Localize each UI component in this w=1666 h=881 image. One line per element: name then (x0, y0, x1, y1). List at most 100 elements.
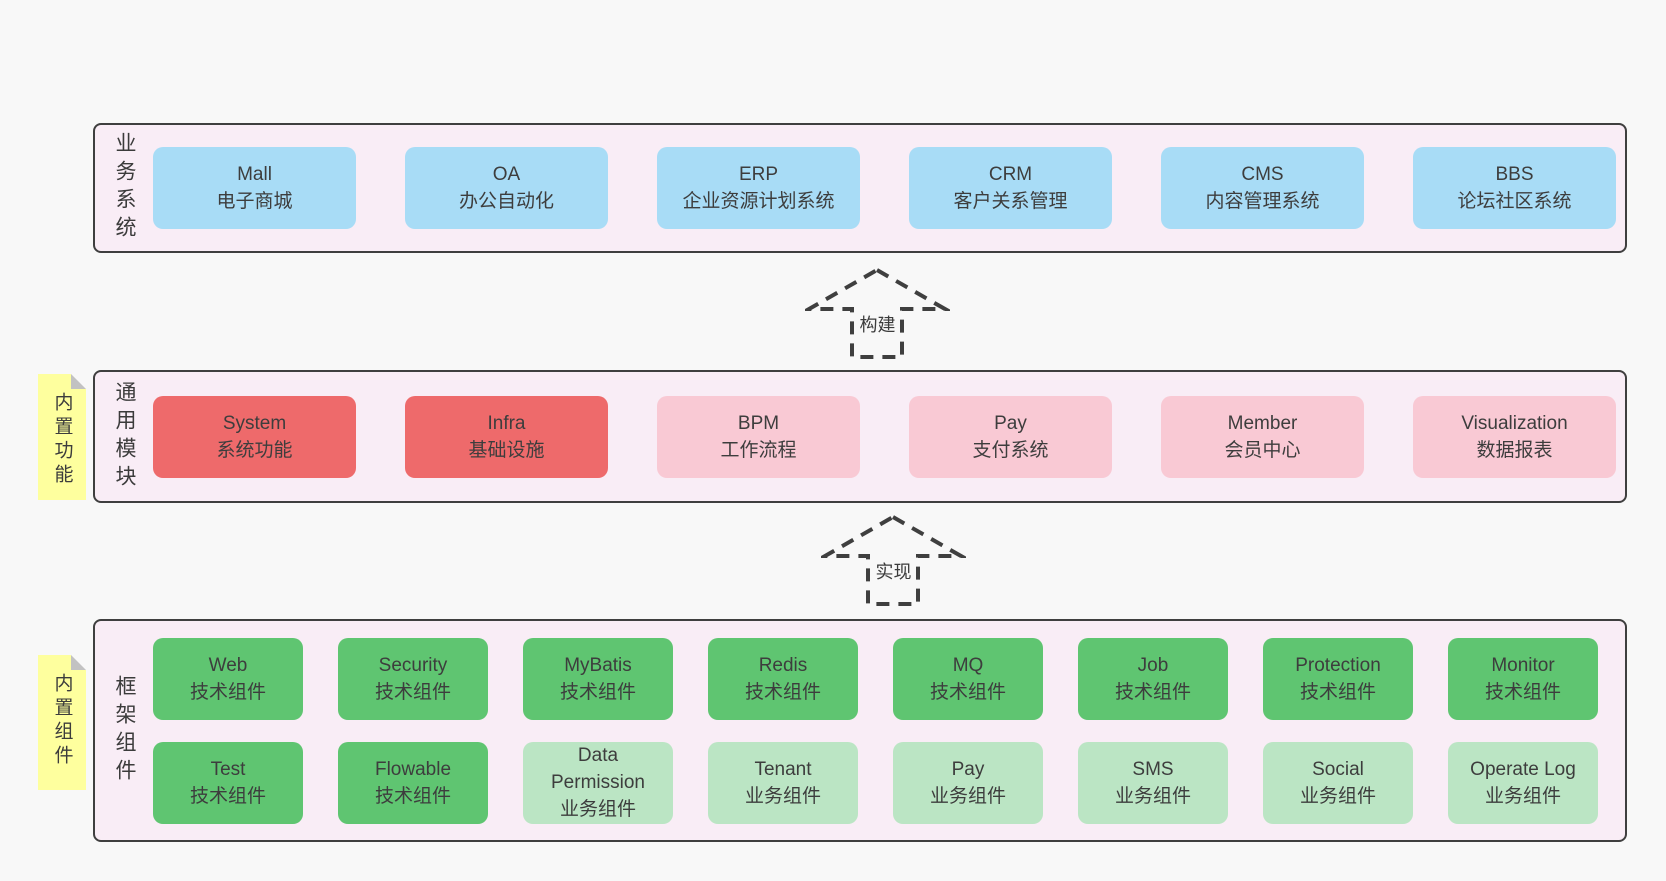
box-subtitle: 技术组件 (189, 681, 266, 703)
box-security: Security 技术组件 (338, 637, 488, 720)
box-subtitle: 论坛社区系统 (1457, 191, 1572, 212)
box-title: CRM (988, 164, 1033, 185)
arrow-implement-label: 实现 (871, 557, 916, 585)
box-subtitle: 业务组件 (929, 785, 1006, 807)
box-title: Member (1227, 412, 1298, 434)
box-subtitle: 技术组件 (374, 785, 451, 807)
arrow-build: 构建 (805, 266, 950, 361)
box-subtitle: 业务组件 (559, 799, 636, 820)
box-cms: CMS 内容管理系统 (1161, 147, 1364, 229)
box-social: Social 业务组件 (1263, 741, 1413, 824)
box-title: Operate Log (1470, 758, 1576, 780)
box-subtitle: 系统功能 (216, 439, 293, 461)
box-title: OA (492, 164, 521, 185)
box-oa: OA 办公自动化 (405, 147, 608, 229)
box-subtitle: 会员中心 (1224, 439, 1301, 461)
sticky-note-text: 内置功能 (51, 392, 73, 488)
box-title: Tenant (754, 758, 812, 780)
arrow-build-label: 构建 (855, 310, 900, 338)
sticky-note-text: 内置组件 (51, 673, 73, 769)
box-subtitle: 内容管理系统 (1205, 191, 1320, 212)
box-subtitle: 技术组件 (744, 681, 821, 703)
box-subtitle: 业务组件 (1114, 785, 1191, 807)
layer-modules-label: 通用模块 (113, 380, 136, 493)
box-title: Pay (994, 412, 1027, 434)
box-title: Security (378, 654, 448, 676)
box-title: Test (210, 758, 246, 780)
box-subtitle: 工作流程 (720, 439, 797, 461)
box-subtitle: 办公自动化 (458, 191, 554, 212)
box-mall: Mall 电子商城 (153, 147, 356, 229)
box-title: System (222, 412, 287, 434)
box-subtitle: 技术组件 (559, 681, 636, 703)
box-mybatis: MyBatis 技术组件 (523, 637, 673, 720)
box-subtitle: 技术组件 (374, 681, 451, 703)
box-title: Web (208, 654, 248, 676)
box-web: Web 技术组件 (153, 637, 303, 720)
folded-corner-icon (71, 655, 86, 670)
layer-business-label: 业务系统 (113, 132, 136, 244)
box-subtitle: 技术组件 (929, 681, 1006, 703)
layer-business-systems: 业务系统 Mall 电子商城 OA 办公自动化 ERP 企业资源计划系统 CRM 客户关系管理… (93, 123, 1627, 253)
sticky-note-builtin-features: 内置功能 (38, 374, 86, 500)
box-title: ERP (738, 164, 779, 185)
box-infra: Infra 基础设施 (405, 395, 608, 478)
box-title: Infra (487, 412, 526, 434)
box-tenant: Tenant 业务组件 (708, 741, 858, 824)
box-subtitle: 技术组件 (189, 785, 266, 807)
business-boxes-row: Mall 电子商城 OA 办公自动化 ERP 企业资源计划系统 CRM 客户关系管理 CMS 内容… (153, 147, 1625, 229)
box-title: Mall (237, 164, 272, 185)
business-rows: Mall 电子商城 OA 办公自动化 ERP 企业资源计划系统 CRM 客户关系管理 CMS 内容… (95, 125, 1625, 251)
box-title: Monitor (1491, 654, 1555, 676)
box-subtitle: 业务组件 (1299, 785, 1376, 807)
box-crm: CRM 客户关系管理 (909, 147, 1112, 229)
box-title: SMS (1132, 758, 1174, 780)
box-title: Flowable (374, 758, 452, 780)
box-system: System 系统功能 (153, 395, 356, 478)
box-sms: SMS 业务组件 (1078, 741, 1228, 824)
arrow-implement: 实现 (821, 513, 966, 608)
box-subtitle: 业务组件 (1484, 785, 1561, 807)
box-subtitle: 企业资源计划系统 (682, 191, 835, 212)
box-monitor: Monitor 技术组件 (1448, 637, 1598, 720)
box-title: Data Permission (551, 745, 645, 793)
box-flowable: Flowable 技术组件 (338, 741, 488, 824)
box-subtitle: 基础设施 (468, 439, 545, 461)
box-test: Test 技术组件 (153, 741, 303, 824)
box-title: Protection (1295, 654, 1381, 676)
box-subtitle: 电子商城 (216, 191, 293, 212)
box-title: MyBatis (564, 654, 632, 676)
box-subtitle: 客户关系管理 (953, 191, 1068, 212)
box-title: Social (1312, 758, 1364, 780)
box-title: MQ (952, 654, 984, 676)
box-title: BBS (1495, 164, 1534, 185)
box-job: Job 技术组件 (1078, 637, 1228, 720)
box-subtitle: 数据报表 (1476, 439, 1553, 461)
box-erp: ERP 企业资源计划系统 (657, 147, 860, 229)
box-subtitle: 技术组件 (1299, 681, 1376, 703)
box-subtitle: 业务组件 (744, 785, 821, 807)
box-title: Redis (758, 654, 808, 676)
box-operate-log: Operate Log 业务组件 (1448, 741, 1598, 824)
box-mq: MQ 技术组件 (893, 637, 1043, 720)
box-title: Job (1137, 654, 1169, 676)
box-redis: Redis 技术组件 (708, 637, 858, 720)
box-data-permission: Data Permission 业务组件 (523, 741, 673, 824)
sticky-note-builtin-components: 内置组件 (38, 655, 86, 790)
box-subtitle: 技术组件 (1484, 681, 1561, 703)
box-title: BPM (737, 412, 780, 434)
box-subtitle: 技术组件 (1114, 681, 1191, 703)
layer-components-label: 框架组件 (113, 674, 136, 787)
box-title: CMS (1241, 164, 1284, 185)
box-protection: Protection 技术组件 (1263, 637, 1413, 720)
